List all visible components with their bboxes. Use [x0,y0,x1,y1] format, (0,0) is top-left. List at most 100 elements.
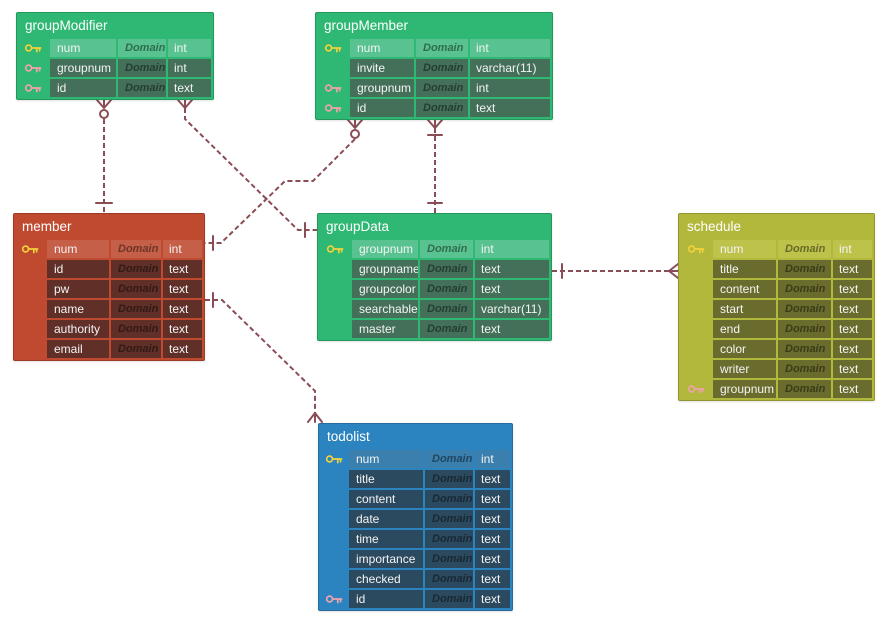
column-type-cell[interactable]: text [475,590,510,608]
relationship-groupMember-groupData[interactable] [427,119,443,213]
column-name-cell[interactable]: start [713,300,776,318]
column-domain-cell[interactable]: Domain [111,300,161,318]
column-name-cell[interactable]: num [350,39,414,57]
column-domain-cell[interactable]: Domain [111,260,161,278]
column-type-cell[interactable]: int [475,450,510,468]
column-name-cell[interactable]: content [713,280,776,298]
column-name-cell[interactable]: email [47,340,109,358]
relationship-groupModifier-member[interactable] [95,99,113,213]
column-domain-cell[interactable]: Domain [416,39,468,57]
column-domain-cell[interactable]: Domain [111,240,161,258]
table-title[interactable]: groupMember [324,18,409,33]
column-name-cell[interactable]: writer [713,360,776,378]
table-title[interactable]: groupData [326,219,390,234]
column-type-cell[interactable]: text [163,300,202,318]
column-name-cell[interactable]: color [713,340,776,358]
column-name-cell[interactable]: num [349,450,423,468]
column-type-cell[interactable]: int [470,39,550,57]
column-type-cell[interactable]: text [475,570,510,588]
column-domain-cell[interactable]: Domain [111,280,161,298]
column-domain-cell[interactable]: Domain [425,470,473,488]
column-type-cell[interactable]: text [475,260,549,278]
column-type-cell[interactable]: int [470,79,550,97]
column-type-cell[interactable]: text [163,280,202,298]
column-domain-cell[interactable]: Domain [778,240,831,258]
column-name-cell[interactable]: importance [349,550,423,568]
column-type-cell[interactable]: text [475,550,510,568]
column-type-cell[interactable]: text [475,510,510,528]
relationship-member-todolist[interactable] [205,292,323,423]
column-name-cell[interactable]: groupnum [350,79,414,97]
column-type-cell[interactable]: int [163,240,202,258]
column-domain-cell[interactable]: Domain [420,240,473,258]
column-type-cell[interactable]: text [475,320,549,338]
column-domain-cell[interactable]: Domain [425,570,473,588]
column-name-cell[interactable]: id [350,99,414,117]
column-name-cell[interactable]: time [349,530,423,548]
column-domain-cell[interactable]: Domain [111,340,161,358]
table-title[interactable]: groupModifier [25,18,108,33]
relationship-line[interactable] [205,299,316,422]
column-domain-cell[interactable]: Domain [425,590,473,608]
column-name-cell[interactable]: authority [47,320,109,338]
column-domain-cell[interactable]: Domain [420,320,473,338]
column-type-cell[interactable]: int [475,240,549,258]
column-name-cell[interactable]: groupnum [352,240,418,258]
column-name-cell[interactable]: id [50,79,116,97]
column-type-cell[interactable]: varchar(11) [470,59,550,77]
column-type-cell[interactable]: text [168,79,211,97]
column-name-cell[interactable]: id [349,590,423,608]
column-domain-cell[interactable]: Domain [778,340,831,358]
column-domain-cell[interactable]: Domain [425,550,473,568]
column-domain-cell[interactable]: Domain [118,59,166,77]
column-domain-cell[interactable]: Domain [778,380,831,398]
column-type-cell[interactable]: text [833,380,872,398]
column-name-cell[interactable]: checked [349,570,423,588]
column-domain-cell[interactable]: Domain [425,530,473,548]
column-name-cell[interactable]: searchable [352,300,418,318]
column-name-cell[interactable]: title [349,470,423,488]
column-domain-cell[interactable]: Domain [420,260,473,278]
column-type-cell[interactable]: int [168,59,211,77]
column-domain-cell[interactable]: Domain [778,280,831,298]
relationship-line[interactable] [184,108,317,231]
column-type-cell[interactable]: text [833,300,872,318]
column-domain-cell[interactable]: Domain [778,300,831,318]
column-domain-cell[interactable]: Domain [416,99,468,117]
column-type-cell[interactable]: text [833,320,872,338]
column-type-cell[interactable]: text [475,490,510,508]
column-type-cell[interactable]: text [475,530,510,548]
column-domain-cell[interactable]: Domain [420,280,473,298]
column-name-cell[interactable]: invite [350,59,414,77]
column-name-cell[interactable]: date [349,510,423,528]
column-type-cell[interactable]: text [470,99,550,117]
column-name-cell[interactable]: num [47,240,109,258]
column-type-cell[interactable]: text [163,260,202,278]
column-name-cell[interactable]: groupnum [50,59,116,77]
column-type-cell[interactable]: text [163,320,202,338]
column-domain-cell[interactable]: Domain [778,360,831,378]
column-name-cell[interactable]: name [47,300,109,318]
column-name-cell[interactable]: end [713,320,776,338]
column-domain-cell[interactable]: Domain [416,59,468,77]
column-domain-cell[interactable]: Domain [425,490,473,508]
relationship-groupModifier-groupData[interactable] [177,99,317,238]
column-domain-cell[interactable]: Domain [118,39,166,57]
column-name-cell[interactable]: title [713,260,776,278]
column-domain-cell[interactable]: Domain [118,79,166,97]
column-type-cell[interactable]: text [163,340,202,358]
table-title[interactable]: member [22,219,72,234]
column-type-cell[interactable]: text [833,280,872,298]
column-type-cell[interactable]: text [833,340,872,358]
column-type-cell[interactable]: varchar(11) [475,300,549,318]
column-name-cell[interactable]: id [47,260,109,278]
column-name-cell[interactable]: groupcolor [352,280,418,298]
column-type-cell[interactable]: text [475,470,510,488]
column-type-cell[interactable]: text [833,360,872,378]
